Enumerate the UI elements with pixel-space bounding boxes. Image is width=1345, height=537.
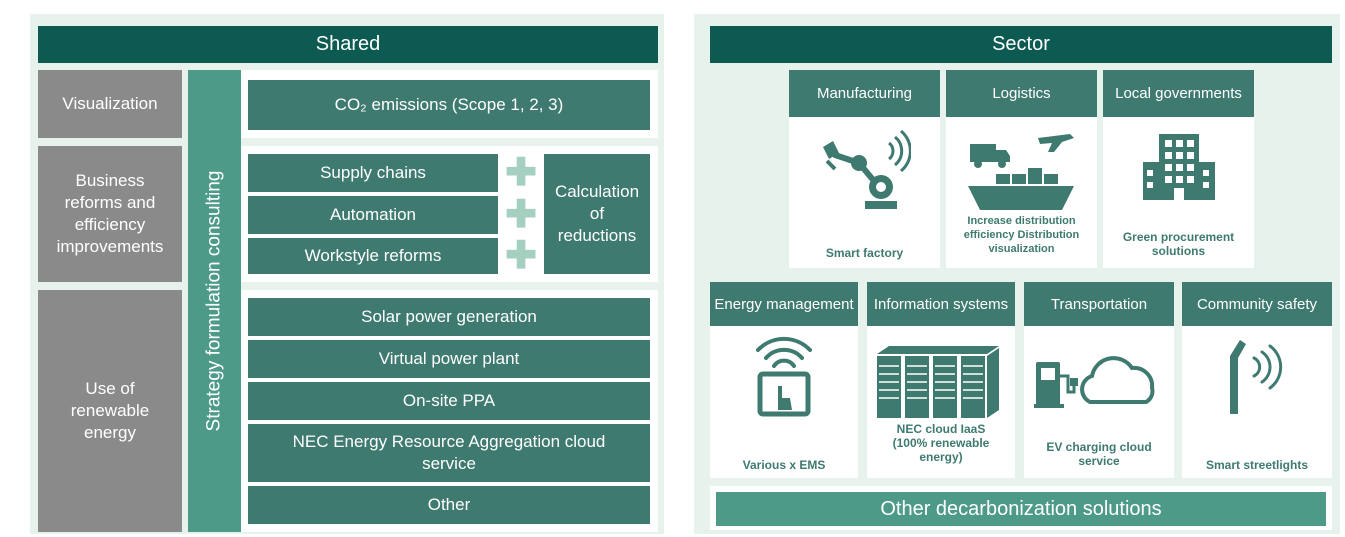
logistics-icon — [968, 134, 1074, 210]
sector-card-community-safety: Community safety Smart streetlights — [1182, 282, 1332, 478]
ev-charging-cloud-icon — [1034, 356, 1155, 408]
plus-icon: ✚ — [505, 194, 537, 236]
tablet-wifi-icon — [756, 336, 812, 417]
shared-title: Shared — [315, 33, 381, 55]
sector-card-manufacturing: Manufacturing Smart factory — [789, 70, 940, 268]
calculation-box: Calculation of reductions — [544, 154, 650, 274]
category-renewable: Use of renewable energy — [38, 290, 182, 532]
automation-box: Automation — [248, 196, 498, 234]
consulting-label: Strategy formulation consulting — [203, 170, 225, 432]
shared-header: Shared — [38, 26, 658, 63]
category-business: Business reforms and efficiency improvem… — [38, 146, 182, 282]
other-box: Other — [248, 486, 650, 524]
sector-card-transportation: Transportation EV charging cloud service — [1024, 282, 1174, 478]
sector-header: Sector — [710, 26, 1332, 63]
other-decarbonization-solutions: Other decarbonization solutions — [716, 492, 1326, 526]
sector-title: Sector — [992, 33, 1050, 55]
server-rack-icon — [877, 346, 999, 418]
building-icon — [1143, 134, 1215, 200]
sector-card-information-systems: Information systems NEC cloud IaaS (100%… — [867, 282, 1015, 478]
sector-card-local-governments: Local governments Green procurement solu… — [1103, 70, 1254, 268]
sector-card-energy-management: Energy management Various x EMS — [710, 282, 858, 478]
robot-arm-icon — [823, 129, 911, 209]
workstyle-reforms-box: Workstyle reforms — [248, 238, 498, 274]
co2-emissions-box: CO₂ emissions (Scope 1, 2, 3) — [248, 80, 650, 130]
plus-icon: ✚ — [505, 152, 537, 194]
plus-icon: ✚ — [505, 235, 537, 277]
virtual-power-plant-box: Virtual power plant — [248, 340, 650, 378]
consulting-bar: Strategy formulation consulting — [188, 70, 241, 532]
onsite-ppa-box: On-site PPA — [248, 382, 650, 420]
nec-aggregation-box: NEC Energy Resource Aggregation cloud se… — [248, 424, 650, 482]
supply-chains-box: Supply chains — [248, 154, 498, 192]
category-visualization: Visualization — [38, 70, 182, 138]
streetlight-icon — [1230, 340, 1283, 414]
sector-card-logistics: Logistics Increase distribution efficien… — [946, 70, 1097, 268]
solar-power-box: Solar power generation — [248, 298, 650, 336]
